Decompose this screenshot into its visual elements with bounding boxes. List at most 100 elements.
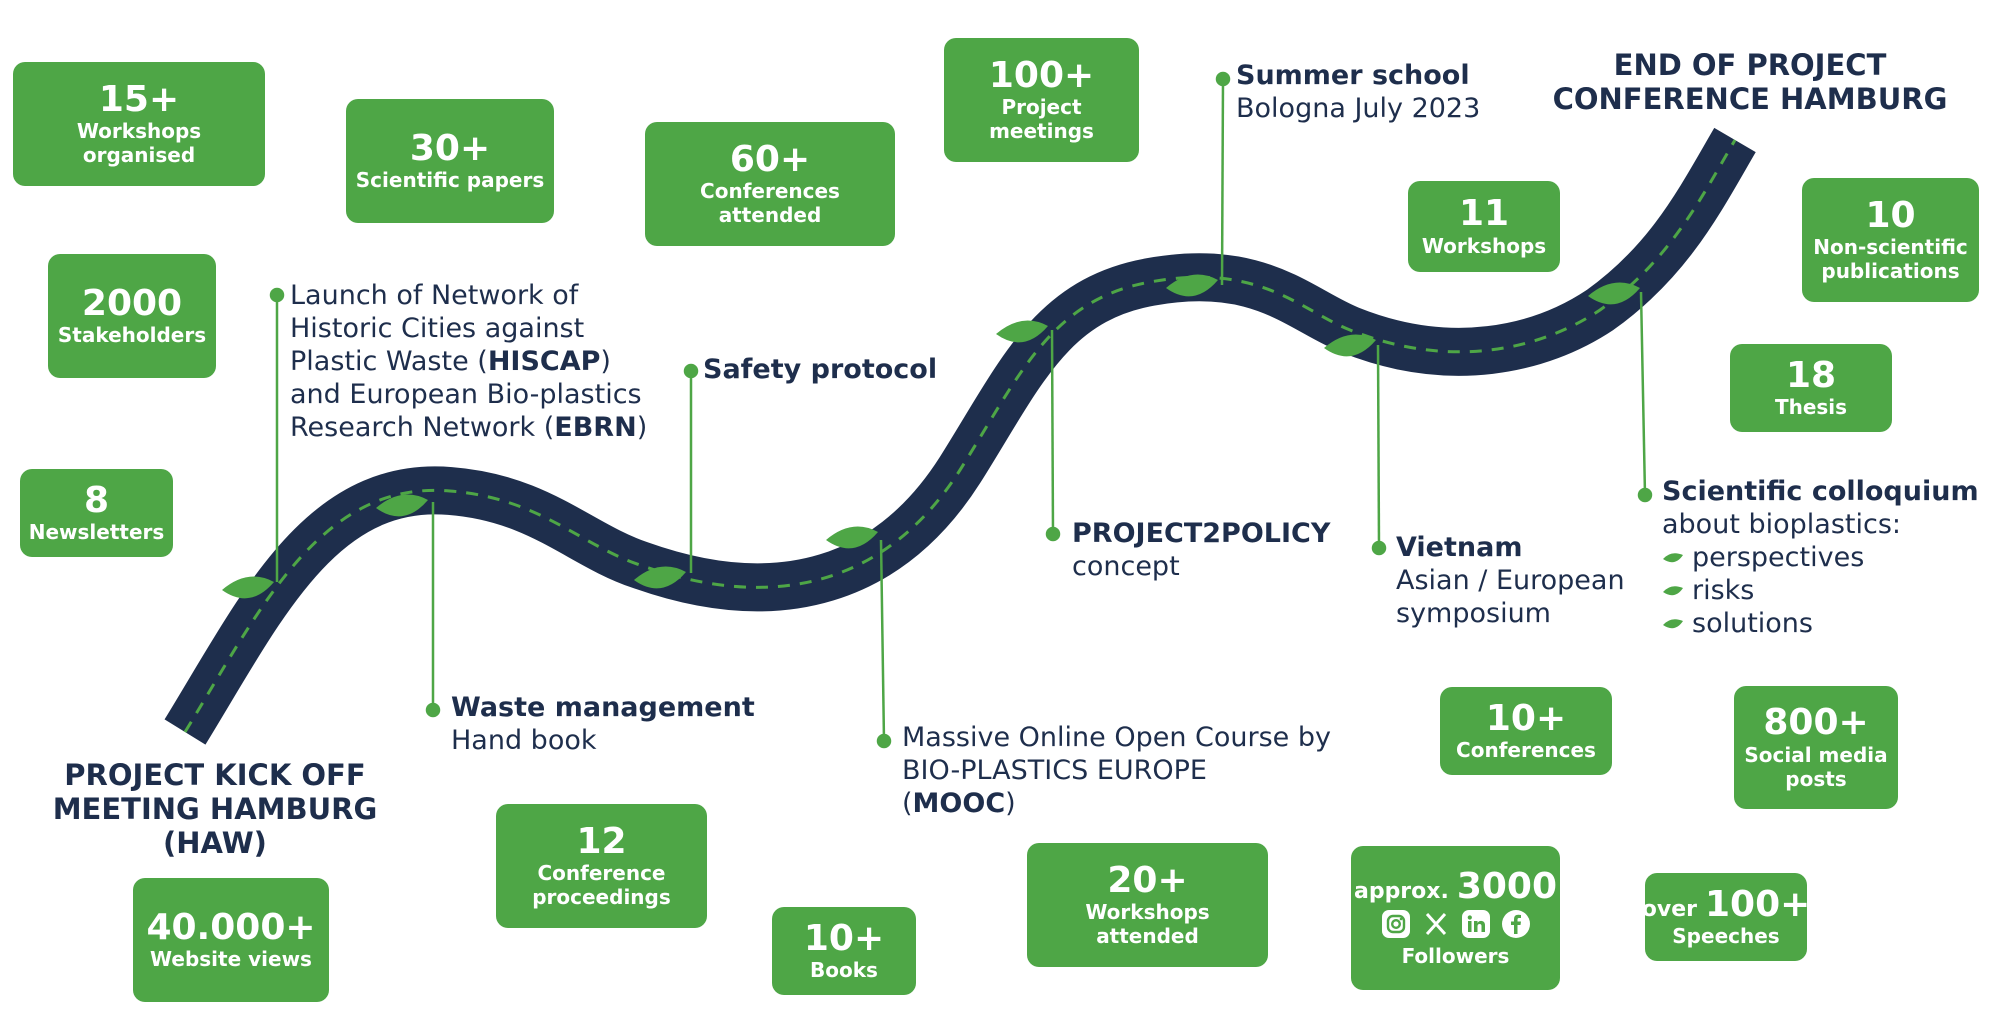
leaf-icon bbox=[634, 566, 686, 589]
stat-value: 8 bbox=[83, 479, 110, 521]
network-line5: Research Network (EBRN) bbox=[290, 411, 648, 443]
stat-workshops: 11 Workshops bbox=[1408, 181, 1560, 272]
stat-followers: approx. 3000 Followers bbox=[1351, 846, 1560, 990]
stat-label: Non-scientific publications bbox=[1813, 235, 1968, 284]
stat-value-row: over 100+ bbox=[1641, 883, 1811, 925]
milestone-kickoff: PROJECT KICK OFF MEETING HAMBURG (HAW) bbox=[0, 758, 430, 861]
stat-label: Social media posts bbox=[1744, 742, 1888, 791]
policy-sub: concept bbox=[1072, 550, 1180, 582]
stat-website-views: 40.000+ Website views bbox=[133, 878, 329, 1002]
stat-label: Conference proceedings bbox=[532, 861, 671, 910]
vietnam-sub2: symposium bbox=[1396, 597, 1551, 629]
stat-non-scientific-publications: 10 Non-scientific publications bbox=[1802, 178, 1979, 302]
summer-sub: Bologna July 2023 bbox=[1236, 92, 1481, 124]
vietnam-sub1: Asian / European bbox=[1396, 564, 1625, 596]
mooc-acronym: MOOC bbox=[912, 787, 1006, 819]
bullet-text: solutions bbox=[1692, 607, 1813, 639]
stat-social-media-posts: 800+ Social media posts bbox=[1734, 686, 1898, 809]
stat-speeches: over 100+ Speeches bbox=[1642, 873, 1810, 961]
bullet-text: risks bbox=[1692, 574, 1755, 606]
milestone-network-launch: Launch of Network of Historic Cities aga… bbox=[290, 280, 647, 445]
leaf-icon bbox=[826, 526, 878, 549]
leaf-icon bbox=[996, 320, 1048, 343]
stat-prefix: approx. bbox=[1353, 878, 1449, 904]
stat-newsletters: 8 Newsletters bbox=[20, 469, 173, 557]
leaf-markers bbox=[222, 274, 1640, 599]
stat-value: 10+ bbox=[1485, 697, 1567, 739]
leaf-icon bbox=[1588, 282, 1640, 305]
stat-value: 2000 bbox=[81, 282, 183, 324]
stat-workshops-organised: 15+ Workshops organised bbox=[13, 62, 265, 186]
stat-label: Scientific papers bbox=[355, 168, 545, 193]
milestone-waste-management: Waste management Hand book bbox=[451, 692, 755, 758]
stat-label: Newsletters bbox=[28, 520, 165, 545]
leaf-icon bbox=[1166, 274, 1218, 297]
network-line4: and European Bio-plastics bbox=[290, 378, 642, 410]
milestone-project2policy: PROJECT2POLICY concept bbox=[1072, 518, 1330, 584]
vietnam-title: Vietnam bbox=[1396, 532, 1523, 563]
stat-prefix: over bbox=[1641, 896, 1697, 922]
milestone-summer-school: Summer school Bologna July 2023 bbox=[1236, 60, 1480, 126]
stat-label: Conferences bbox=[1456, 738, 1596, 763]
instagram-icon bbox=[1381, 910, 1410, 939]
stat-workshops-attended: 20+ Workshops attended bbox=[1027, 843, 1268, 967]
mooc-line2: BIO-PLASTICS EUROPE bbox=[902, 754, 1207, 786]
colloquium-bullet: perspectives bbox=[1662, 542, 1979, 575]
stat-conferences-attended: 60+ Conferences attended bbox=[645, 122, 895, 246]
mooc-line3: (MOOC) bbox=[902, 787, 1016, 819]
stat-label: Thesis bbox=[1774, 395, 1848, 420]
end-line2: CONFERENCE HAMBURG bbox=[1552, 82, 1948, 117]
summer-title: Summer school bbox=[1236, 60, 1470, 91]
stat-value: 12 bbox=[576, 820, 627, 862]
stat-books: 10+ Books bbox=[772, 907, 916, 995]
stat-label: Workshops bbox=[1421, 233, 1547, 258]
road-center-dash bbox=[183, 139, 1737, 733]
kickoff-line2: MEETING HAMBURG (HAW) bbox=[52, 792, 378, 861]
stat-value: 40.000+ bbox=[146, 906, 316, 948]
milestone-end: END OF PROJECT CONFERENCE HAMBURG bbox=[1530, 48, 1970, 116]
stat-label: Website views bbox=[150, 947, 312, 972]
connector-lines bbox=[269, 71, 1653, 749]
stat-value: 11 bbox=[1458, 193, 1510, 235]
stat-value: 60+ bbox=[729, 138, 811, 180]
linkedin-icon bbox=[1461, 910, 1490, 939]
leaf-icon bbox=[222, 576, 274, 599]
stat-label: Books bbox=[810, 958, 878, 983]
ebrn-acronym: EBRN bbox=[554, 411, 637, 443]
waste-title: Waste management bbox=[451, 692, 755, 723]
end-line1: END OF PROJECT bbox=[1613, 48, 1887, 82]
hiscap-acronym: HISCAP bbox=[487, 345, 601, 377]
stat-project-meetings: 100+ Project meetings bbox=[944, 38, 1139, 162]
leaf-bullet-icon bbox=[1663, 553, 1683, 563]
waste-sub: Hand book bbox=[451, 724, 597, 756]
stat-scientific-papers: 30+ Scientific papers bbox=[346, 99, 554, 223]
social-icons bbox=[1381, 910, 1530, 939]
stat-thesis: 18 Thesis bbox=[1730, 344, 1892, 432]
network-line2: Historic Cities against bbox=[290, 312, 585, 344]
stat-value: 3000 bbox=[1456, 865, 1558, 907]
network-line3: Plastic Waste (HISCAP) bbox=[290, 345, 611, 377]
stat-label: Conferences attended bbox=[700, 179, 840, 228]
stat-label: Speeches bbox=[1672, 924, 1780, 949]
milestone-safety-protocol: Safety protocol bbox=[703, 354, 937, 387]
milestone-vietnam: Vietnam Asian / European symposium bbox=[1396, 532, 1625, 631]
stat-value: 100+ bbox=[988, 54, 1095, 96]
leaf-icon bbox=[1324, 334, 1376, 357]
milestone-scientific-colloquium: Scientific colloquium about bioplastics:… bbox=[1662, 476, 1979, 641]
stat-value: 100+ bbox=[1704, 883, 1811, 925]
safety-title: Safety protocol bbox=[703, 354, 938, 385]
network-line1: Launch of Network of bbox=[290, 280, 579, 311]
milestone-mooc: Massive Online Open Course by BIO-PLASTI… bbox=[902, 722, 1331, 821]
policy-title: PROJECT2POLICY bbox=[1072, 518, 1331, 549]
stat-stakeholders: 2000 Stakeholders bbox=[48, 254, 216, 378]
colloquium-bullet: risks bbox=[1662, 575, 1979, 608]
stat-value: 20+ bbox=[1107, 859, 1188, 901]
leaf-bullet-icon bbox=[1663, 619, 1683, 629]
stat-value: 30+ bbox=[409, 127, 491, 169]
mooc-line1: Massive Online Open Course by bbox=[902, 722, 1331, 753]
stat-label: Stakeholders bbox=[57, 323, 207, 348]
stat-value: 800+ bbox=[1763, 702, 1869, 744]
colloquium-sub: about bioplastics: bbox=[1662, 508, 1901, 540]
stat-conference-proceedings: 12 Conference proceedings bbox=[496, 804, 707, 928]
